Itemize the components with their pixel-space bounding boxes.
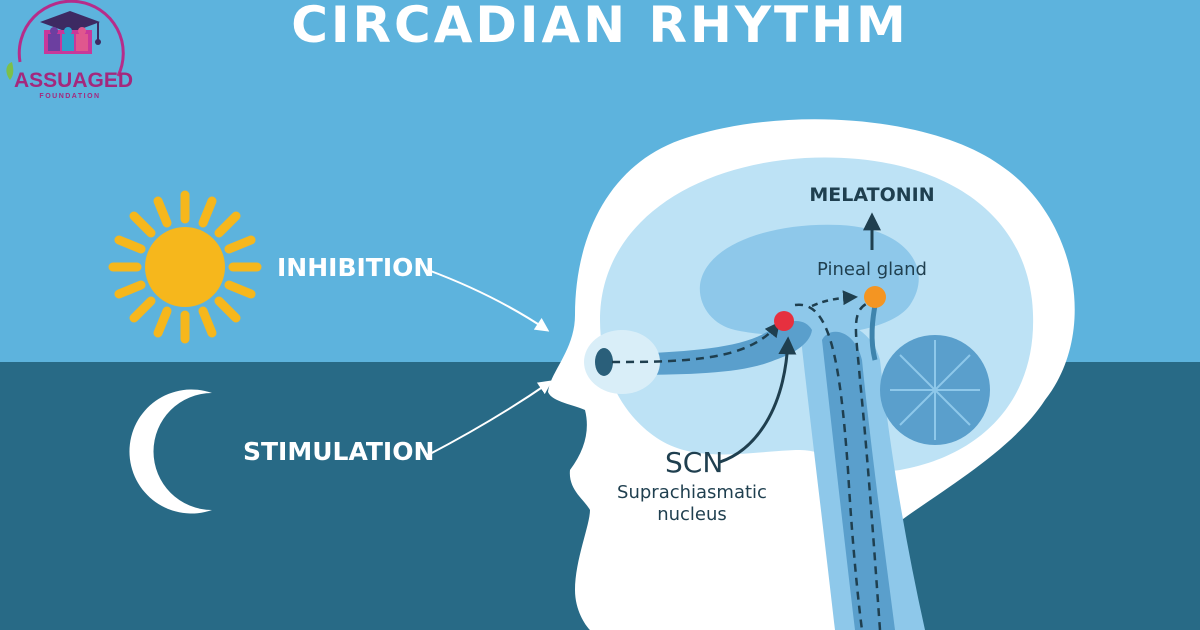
forebrain-region (699, 224, 919, 336)
inhibition-label: INHIBITION (277, 253, 434, 282)
pineal-gland-label: Pineal gland (817, 259, 927, 280)
spine-up-path (854, 300, 882, 630)
assuaged-logo: ASSUAGED FOUNDATION (6, 0, 133, 100)
crescent-moon-icon (129, 389, 212, 514)
logo-sub: FOUNDATION (39, 93, 100, 100)
eye-icon (584, 330, 660, 394)
pineal-dot (864, 286, 886, 308)
stimulation-label: STIMULATION (243, 437, 434, 466)
scn-full-label-line1: Suprachiasmatic (617, 482, 767, 503)
logo-ring (17, 0, 125, 77)
scn-down-path (794, 303, 864, 630)
retina-to-scn-path (611, 321, 780, 364)
inhibition-arrow (427, 269, 550, 332)
graduation-cap-logo-icon (40, 11, 101, 54)
scn-dot (774, 311, 794, 331)
stimulation-arrow (427, 380, 553, 456)
sun-icon (108, 190, 262, 344)
scn-label: SCN (665, 446, 723, 479)
cerebellum (880, 335, 990, 445)
logo-name: ASSUAGED (14, 69, 133, 92)
scn-to-pineal-path (811, 290, 858, 308)
scn-full-label-line2: nucleus (657, 504, 727, 525)
scn-arrow (719, 336, 797, 464)
page-title: CIRCADIAN RHYTHM (291, 0, 909, 54)
leaf-icon (6, 62, 14, 80)
brainstem-inner (822, 331, 895, 630)
melatonin-label: MELATONIN (809, 184, 934, 206)
